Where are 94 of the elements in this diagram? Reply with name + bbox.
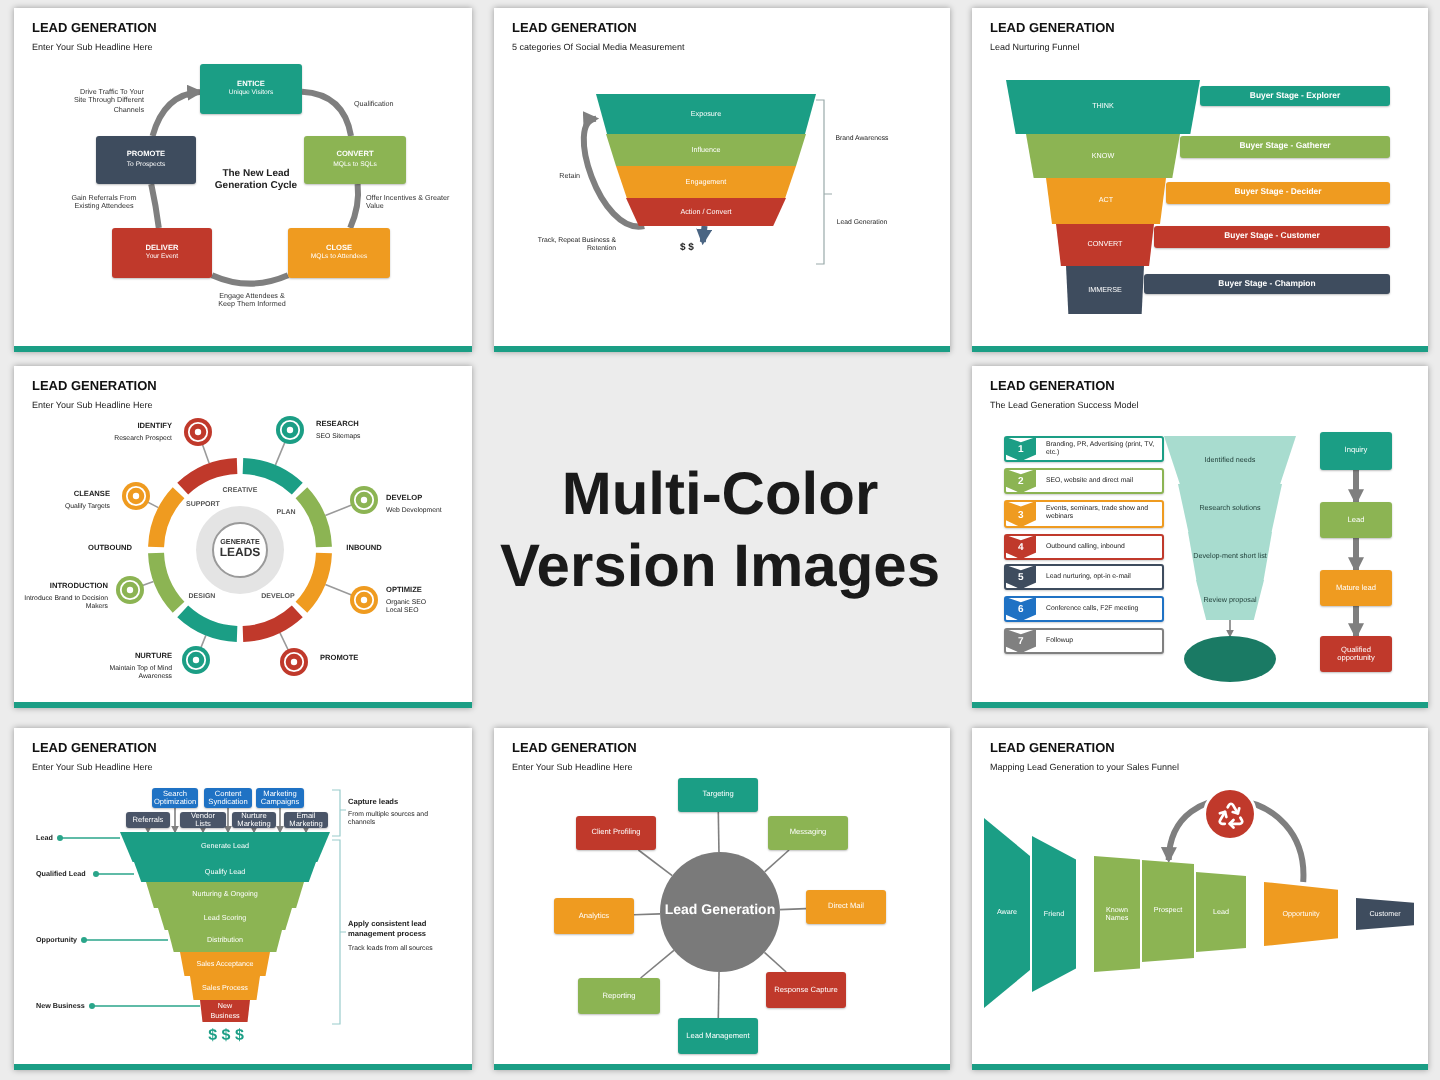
step-row — [1004, 564, 1164, 590]
stage-box — [304, 136, 406, 184]
arrow — [149, 85, 204, 137]
connector-line — [148, 183, 162, 229]
connector-line — [717, 811, 720, 853]
stage-box — [766, 972, 846, 1008]
step-row — [1004, 628, 1164, 654]
connector-line — [779, 907, 807, 911]
stage-box — [1144, 274, 1390, 294]
stage-box — [1320, 502, 1392, 538]
connector-line — [763, 849, 790, 873]
arrow — [580, 115, 645, 229]
funnel-band — [180, 952, 270, 976]
arrow — [171, 807, 179, 834]
connector-line — [637, 849, 673, 877]
slide-card — [972, 366, 1428, 708]
stage-box — [678, 778, 758, 812]
slide-card — [14, 8, 472, 352]
leader-line — [57, 835, 121, 841]
funnel-segment — [1196, 872, 1246, 952]
leader-line — [93, 871, 135, 877]
slide-card — [972, 8, 1428, 352]
funnel-segment — [1264, 882, 1338, 946]
funnel-band — [1056, 224, 1154, 266]
funnel-band — [200, 1000, 250, 1022]
funnel-segment — [1356, 898, 1414, 930]
arrow — [696, 225, 713, 246]
stage-box — [1180, 136, 1390, 158]
connector-line — [347, 183, 362, 230]
stage-box — [1320, 570, 1392, 606]
funnel-band — [1046, 178, 1166, 224]
slide-card — [14, 366, 472, 708]
arrow — [1348, 470, 1364, 506]
funnel-band — [146, 882, 304, 908]
connector-line — [639, 949, 675, 979]
funnel-base-ellipse — [1184, 636, 1276, 682]
stage-box — [232, 812, 276, 828]
arrow — [1226, 619, 1234, 638]
funnel-band — [120, 832, 330, 862]
leader-line — [81, 937, 169, 943]
funnel-band — [606, 134, 806, 166]
stage-box — [288, 228, 390, 278]
connector-line — [210, 272, 290, 287]
dollar-signs: $ $ $ — [206, 1026, 246, 1046]
step-row — [1004, 468, 1164, 494]
stage-box — [1166, 182, 1390, 204]
arrow — [1348, 606, 1364, 640]
stage-box — [678, 1018, 758, 1054]
stage-box — [96, 136, 196, 184]
leader-line — [89, 1003, 201, 1009]
funnel-band — [168, 930, 282, 952]
stage-box — [576, 816, 656, 850]
arrow — [1162, 797, 1307, 883]
step-row — [1004, 596, 1164, 622]
step-row — [1004, 500, 1164, 528]
stage-box — [806, 890, 886, 924]
stage-box — [1320, 432, 1392, 470]
funnel-segment — [1142, 860, 1194, 962]
funnel-band — [1026, 134, 1180, 178]
funnel-band — [1196, 580, 1264, 620]
arrow — [276, 807, 284, 834]
step-row — [1004, 436, 1164, 462]
arrow — [1348, 538, 1364, 574]
funnel-band — [626, 198, 786, 226]
stage-box — [554, 898, 634, 934]
stage-box — [112, 228, 212, 278]
slide-card — [494, 8, 950, 352]
center-circle — [660, 852, 780, 972]
stage-box — [126, 812, 170, 828]
slide-card — [14, 728, 472, 1070]
funnel-band — [616, 166, 796, 198]
stage-box — [578, 978, 660, 1014]
funnel-band — [1006, 80, 1200, 134]
stage-box — [284, 812, 328, 828]
connector-line — [717, 971, 720, 1019]
funnel-segment — [1094, 856, 1140, 972]
connector-line — [633, 913, 661, 916]
connector-line — [301, 88, 354, 137]
connector-line — [763, 951, 787, 973]
stage-box — [180, 812, 226, 828]
hero-title: Multi-Color Version Images — [497, 460, 943, 604]
funnel-band — [190, 976, 260, 1000]
stage-box — [200, 64, 302, 114]
arrow — [224, 807, 232, 834]
step-row — [1004, 534, 1164, 560]
funnel-band — [1066, 266, 1144, 314]
slide-card — [972, 728, 1428, 1070]
stage-box — [1154, 226, 1390, 248]
stage-box — [768, 816, 848, 850]
stage-box — [1200, 86, 1390, 106]
funnel-band — [596, 94, 816, 134]
funnel-band — [134, 862, 316, 882]
stage-box — [1320, 636, 1392, 672]
slide-card — [494, 728, 950, 1070]
